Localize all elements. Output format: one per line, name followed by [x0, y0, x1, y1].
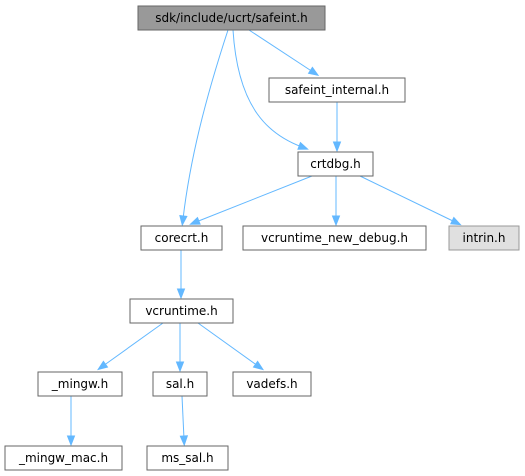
node-box: [140, 225, 223, 251]
arrowhead: [176, 288, 186, 300]
edge-crtdbg-to-vcruntime_new_debug: [331, 176, 341, 227]
node-corecrt[interactable]: corecrt.h: [140, 225, 223, 251]
node-box: [4, 445, 123, 471]
node-ms-sal[interactable]: ms_sal.h: [146, 445, 229, 471]
edge-mingw-to-mingw_mac: [66, 396, 76, 447]
node-crtdbg[interactable]: crtdbg.h: [297, 151, 374, 177]
node-label: intrin.h: [463, 231, 506, 245]
node-label: corecrt.h: [155, 231, 209, 245]
node-box: [297, 151, 374, 177]
node-vcruntime[interactable]: vcruntime.h: [129, 298, 234, 324]
arrowhead: [332, 141, 342, 153]
node-label: ms_sal.h: [161, 451, 213, 465]
node-box: [268, 77, 406, 103]
node-box: [37, 371, 123, 397]
node-label: sdk/include/ucrt/safeint.h: [155, 11, 308, 25]
node-sal[interactable]: sal.h: [152, 371, 208, 397]
graph-edges: [66, 29, 462, 447]
edge-vcruntime-to-vadefs: [197, 322, 264, 371]
node-safeint[interactable]: sdk/include/ucrt/safeint.h: [137, 5, 326, 31]
node-box: [232, 371, 312, 397]
edge-safeint_internal-to-crtdbg: [332, 102, 342, 153]
node-safeint-internal[interactable]: safeint_internal.h: [268, 77, 406, 103]
arrowhead: [252, 360, 264, 371]
node-label: sal.h: [166, 377, 194, 391]
edge-safeint-to-corecrt: [179, 29, 229, 227]
graph-nodes: sdk/include/ucrt/safeint.h safeint_intern…: [4, 5, 520, 471]
arrowhead: [175, 361, 185, 373]
node-box: [448, 225, 520, 251]
arrowhead: [66, 435, 76, 447]
node-vadefs[interactable]: vadefs.h: [232, 371, 312, 397]
edge-sal-to-ms_sal: [179, 395, 189, 447]
node-mingw[interactable]: _mingw.h: [37, 371, 123, 397]
node-box: [242, 225, 427, 251]
arrowhead: [331, 215, 341, 227]
arrowhead: [179, 435, 189, 447]
edge-vcruntime-to-mingw: [97, 322, 164, 371]
node-label: vcruntime.h: [145, 304, 217, 318]
node-label: vcruntime_new_debug.h: [261, 231, 408, 245]
node-label: safeint_internal.h: [285, 83, 389, 97]
arrowhead: [189, 216, 201, 225]
edge-safeint-to-crtdbg: [232, 29, 309, 150]
edge-crtdbg-to-corecrt: [189, 175, 313, 225]
arrowhead: [179, 215, 188, 227]
node-mingw-mac[interactable]: _mingw_mac.h: [4, 445, 123, 471]
node-intrin: intrin.h: [448, 225, 520, 251]
node-label: crtdbg.h: [310, 157, 361, 171]
arrowhead: [307, 66, 320, 77]
arrowhead: [450, 216, 462, 226]
node-box: [152, 371, 208, 397]
node-label: _mingw_mac.h: [18, 451, 108, 465]
node-box: [137, 5, 326, 31]
edge-vcruntime-to-sal: [175, 323, 185, 373]
arrowhead: [97, 360, 109, 371]
node-box: [146, 445, 229, 471]
edge-corecrt-to-vcruntime: [176, 250, 186, 300]
node-box: [129, 298, 234, 324]
edge-safeint-to-safeint_internal: [248, 29, 320, 77]
node-vcruntime-new-debug[interactable]: vcruntime_new_debug.h: [242, 225, 427, 251]
node-label: _mingw.h: [51, 377, 108, 391]
node-label: vadefs.h: [246, 377, 297, 391]
arrowhead: [297, 141, 309, 150]
edge-crtdbg-to-intrin: [359, 175, 462, 226]
